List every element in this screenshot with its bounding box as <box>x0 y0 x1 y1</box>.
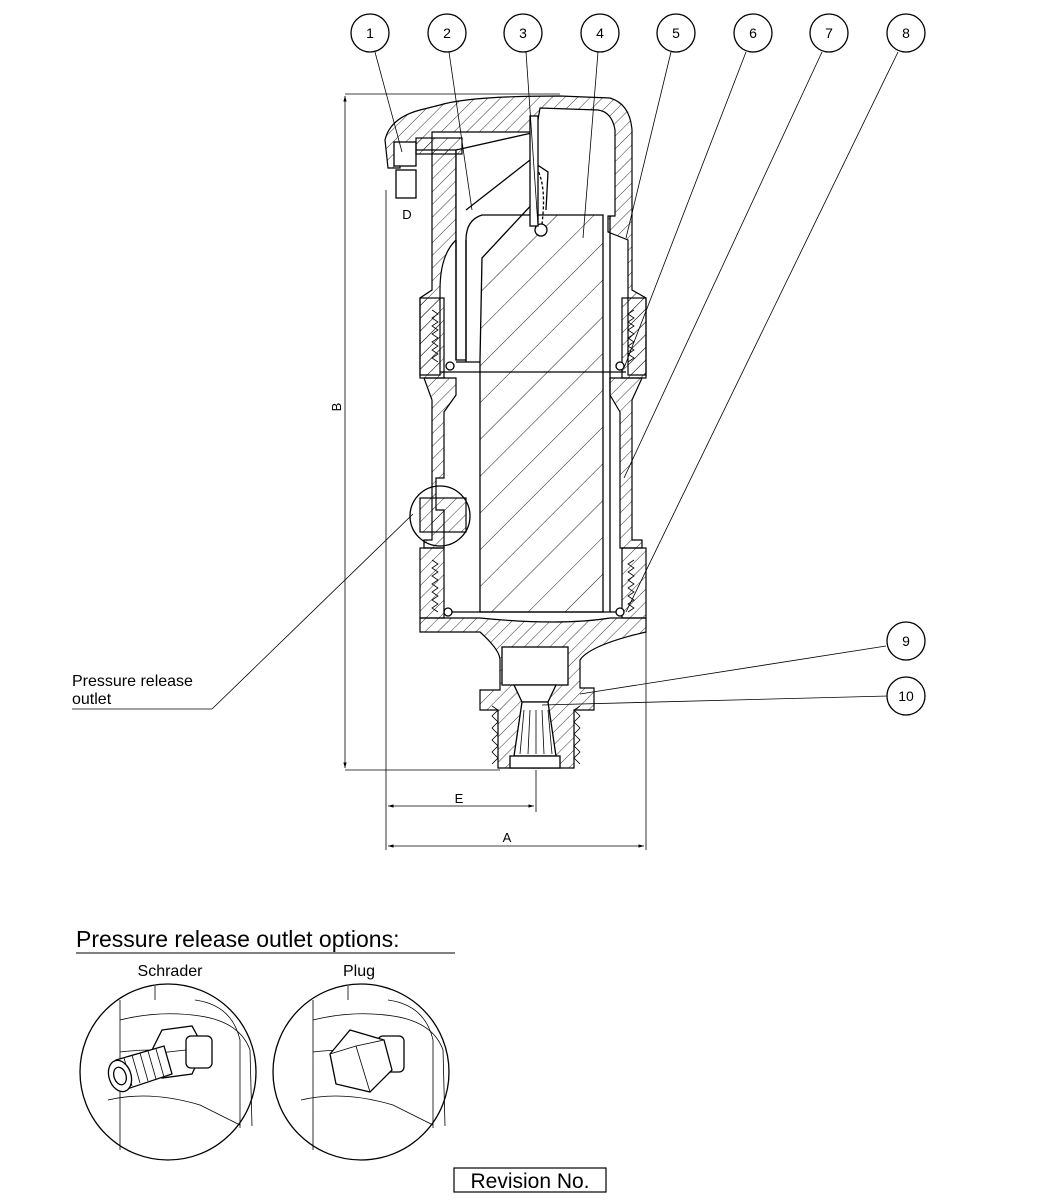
svg-text:7: 7 <box>825 25 833 41</box>
seal-springs <box>431 309 635 613</box>
svg-text:9: 9 <box>902 633 910 649</box>
balloon-6: 6 <box>733 13 773 53</box>
item-balloons: 1 2 3 4 5 6 7 8 9 10 <box>350 13 926 716</box>
balloon-1: 1 <box>350 13 390 53</box>
svg-text:6: 6 <box>749 25 757 41</box>
svg-text:4: 4 <box>596 25 604 41</box>
balloon-7: 7 <box>809 13 849 53</box>
balloon-2: 2 <box>427 13 467 53</box>
balloon-3: 3 <box>503 13 543 53</box>
dimension-b-label: B <box>329 403 344 412</box>
plug-label: Plug <box>343 963 375 980</box>
svg-text:1: 1 <box>366 25 374 41</box>
options-heading: Pressure release outlet options: <box>76 926 399 952</box>
dimension-e-label: E <box>455 791 464 806</box>
balloon-9: 9 <box>886 621 926 661</box>
top-fitting <box>393 137 463 199</box>
svg-text:10: 10 <box>898 688 914 704</box>
callout-line-1: Pressure release <box>72 673 193 690</box>
balloon-10: 10 <box>886 676 926 716</box>
dimension-d-label: D <box>402 207 411 222</box>
outlet-threads <box>491 705 581 765</box>
balloon-leaders <box>72 51 899 710</box>
revision-box <box>453 1167 607 1193</box>
balloon-5: 5 <box>656 13 696 53</box>
cross-section-drawing <box>384 95 647 769</box>
svg-text:3: 3 <box>519 25 527 41</box>
dimension-lines <box>343 93 647 850</box>
plug-hex-head <box>329 1029 393 1093</box>
balloon-8: 8 <box>886 13 926 53</box>
callout-line-2: outlet <box>72 691 112 708</box>
balloon-4: 4 <box>580 13 620 53</box>
svg-text:8: 8 <box>902 25 910 41</box>
filter-core <box>479 198 604 613</box>
schrader-label: Schrader <box>138 963 204 980</box>
svg-text:2: 2 <box>443 25 451 41</box>
pressure-release-detail-circle <box>409 485 471 547</box>
plug-detail <box>272 983 450 1161</box>
schrader-detail <box>79 983 257 1161</box>
revision-label: Revision No. <box>470 1170 589 1193</box>
svg-text:5: 5 <box>672 25 680 41</box>
dimension-a-label: A <box>503 830 512 845</box>
